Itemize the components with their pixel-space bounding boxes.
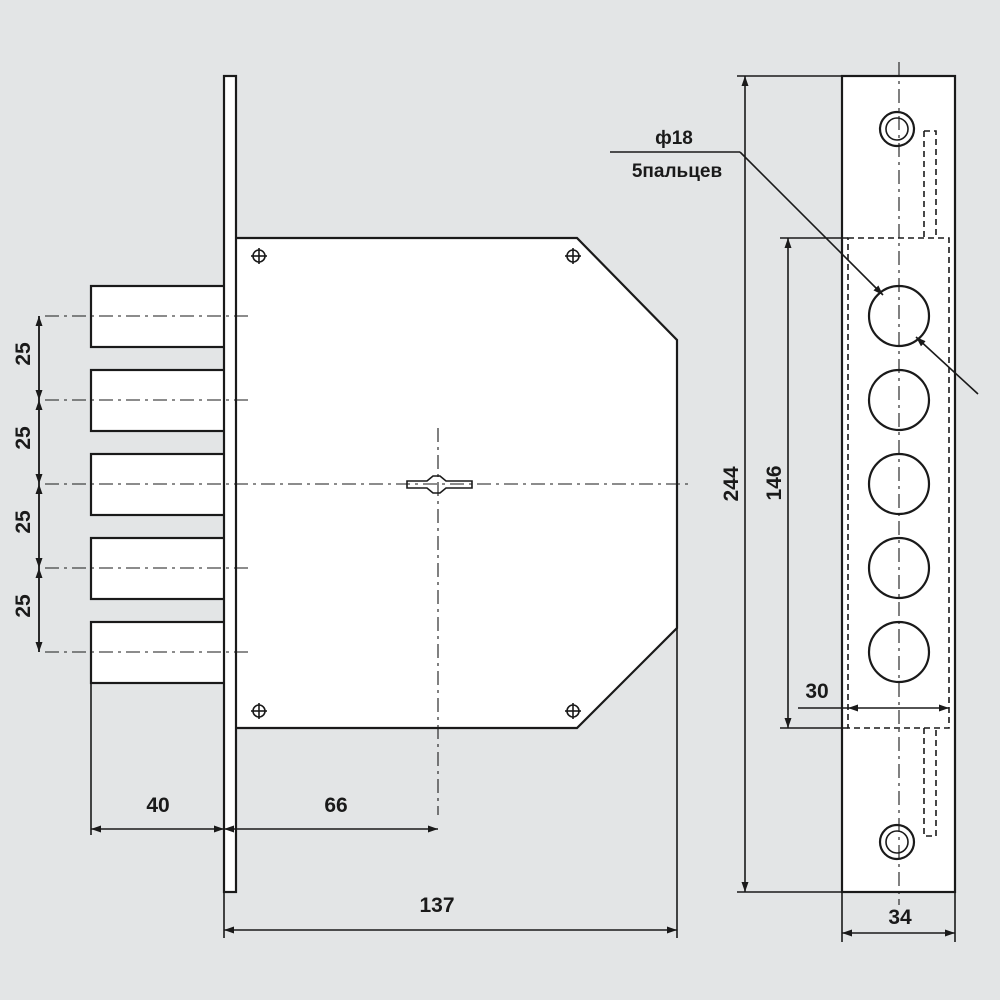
case-depth-dimension: 137 (223, 628, 678, 938)
center-lines (45, 315, 690, 815)
faceplate-width-dimension: 34 (841, 892, 956, 942)
backset-label: 66 (324, 794, 347, 817)
bolt-spacing-dimensions: 25 25 25 25 (12, 316, 43, 652)
mounting-hole (878, 823, 916, 861)
keyhole-icon (406, 475, 473, 494)
case-screw-holes (251, 248, 581, 719)
bolt-zone-height-label: 146 (763, 465, 786, 500)
faceplate-mounting-holes (878, 110, 916, 861)
faceplate-height-dimension: 244 (720, 75, 842, 893)
bolt-projection-label: 40 (146, 794, 169, 817)
case-depth-label: 137 (419, 894, 454, 917)
faceplate-width-label: 34 (888, 906, 912, 929)
faceplate-height-label: 244 (720, 466, 743, 501)
bolt-spacing-label-1: 25 (12, 342, 35, 366)
projection-and-backset-dimensions: 40 66 (90, 683, 438, 835)
mounting-hole (878, 110, 916, 148)
lock-case (233, 236, 679, 730)
bolt-spacing-label-3: 25 (12, 510, 35, 534)
faceplate-front-view (840, 62, 957, 905)
diameter-callout: ф18 5пальцев (610, 128, 979, 395)
bolt-spacing-label-2: 25 (12, 426, 35, 450)
screw-hole (565, 703, 581, 719)
bolt-zone-dimensions: 146 30 (763, 237, 949, 729)
bolt-zone-width-label: 30 (805, 680, 828, 703)
bolt-spacing-label-4: 25 (12, 594, 35, 618)
screw-hole (251, 248, 267, 264)
fingers-count-label: 5пальцев (632, 161, 722, 182)
screw-hole (251, 703, 267, 719)
lock-side-view (45, 74, 690, 894)
diameter-label: ф18 (655, 128, 693, 149)
screw-hole (565, 248, 581, 264)
